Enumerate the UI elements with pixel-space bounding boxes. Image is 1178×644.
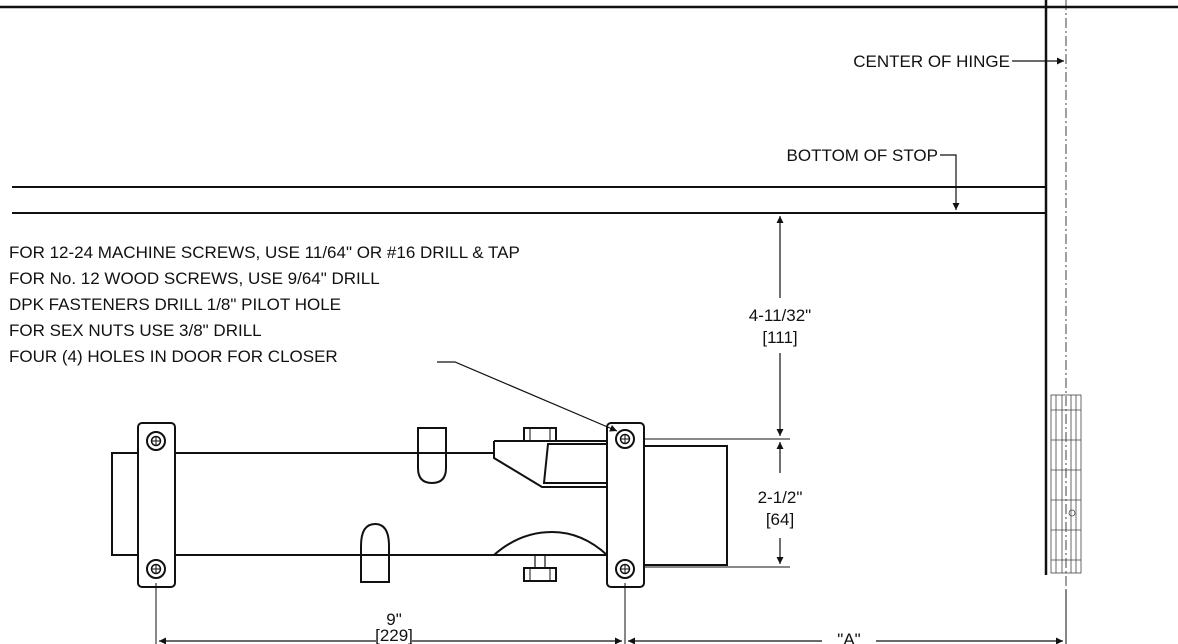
right-end-housing [643, 445, 728, 566]
drilling-note-3: DPK FASTENERS DRILL 1/8" PILOT HOLE [9, 295, 341, 314]
arm-hinge-block [542, 443, 608, 484]
screw-hole-top-left [146, 431, 166, 451]
screw-holes [146, 429, 635, 579]
extension-lines [155, 438, 1067, 644]
bottom-of-stop-leader [940, 154, 960, 210]
upper-arm-body [493, 440, 607, 488]
lower-lug [360, 522, 390, 583]
drilling-note-2: FOR No. 12 WOOD SCREWS, USE 9/64" DRILL [9, 269, 380, 288]
dim-horizontal-left-metric: [229] [375, 626, 413, 644]
lower-arm-body [493, 530, 608, 556]
lower-bolt-head [523, 567, 557, 582]
bottom-of-stop-label: BOTTOM OF STOP [787, 146, 938, 165]
drilling-note-5: FOUR (4) HOLES IN DOOR FOR CLOSER [9, 347, 338, 366]
holes-note-leader [437, 361, 618, 432]
dim-vertical-top-imperial: 4-11/32" [749, 306, 811, 325]
dimension-lines [159, 216, 1063, 644]
leaders [437, 57, 1064, 432]
frame-lines [0, 0, 1178, 620]
drilling-note-1: FOR 12-24 MACHINE SCREWS, USE 11/64" OR … [9, 243, 520, 262]
screw-hole-top-right [615, 429, 635, 449]
dim-vertical-bottom-metric: [64] [766, 510, 794, 529]
dim-vertical-top-metric: [111] [762, 328, 797, 347]
dim-horizontal-left-imperial: 9" [386, 610, 402, 629]
left-end-cap [111, 452, 138, 556]
upper-lug [417, 427, 447, 485]
hinge-illustration [1050, 394, 1082, 574]
screw-hole-bottom-left [146, 559, 166, 579]
upper-bolt-head [523, 427, 557, 442]
screw-hole-bottom-right [615, 559, 635, 579]
door-closer-body [111, 422, 728, 588]
dim-vertical-bottom-imperial: 2-1/2" [758, 488, 803, 507]
center-of-hinge-label: CENTER OF HINGE [853, 52, 1010, 71]
dim-horizontal-right-label: "A" [837, 630, 860, 644]
drilling-note-4: FOR SEX NUTS USE 3/8" DRILL [9, 321, 262, 340]
drilling-notes: FOR 12-24 MACHINE SCREWS, USE 11/64" OR … [9, 243, 520, 366]
